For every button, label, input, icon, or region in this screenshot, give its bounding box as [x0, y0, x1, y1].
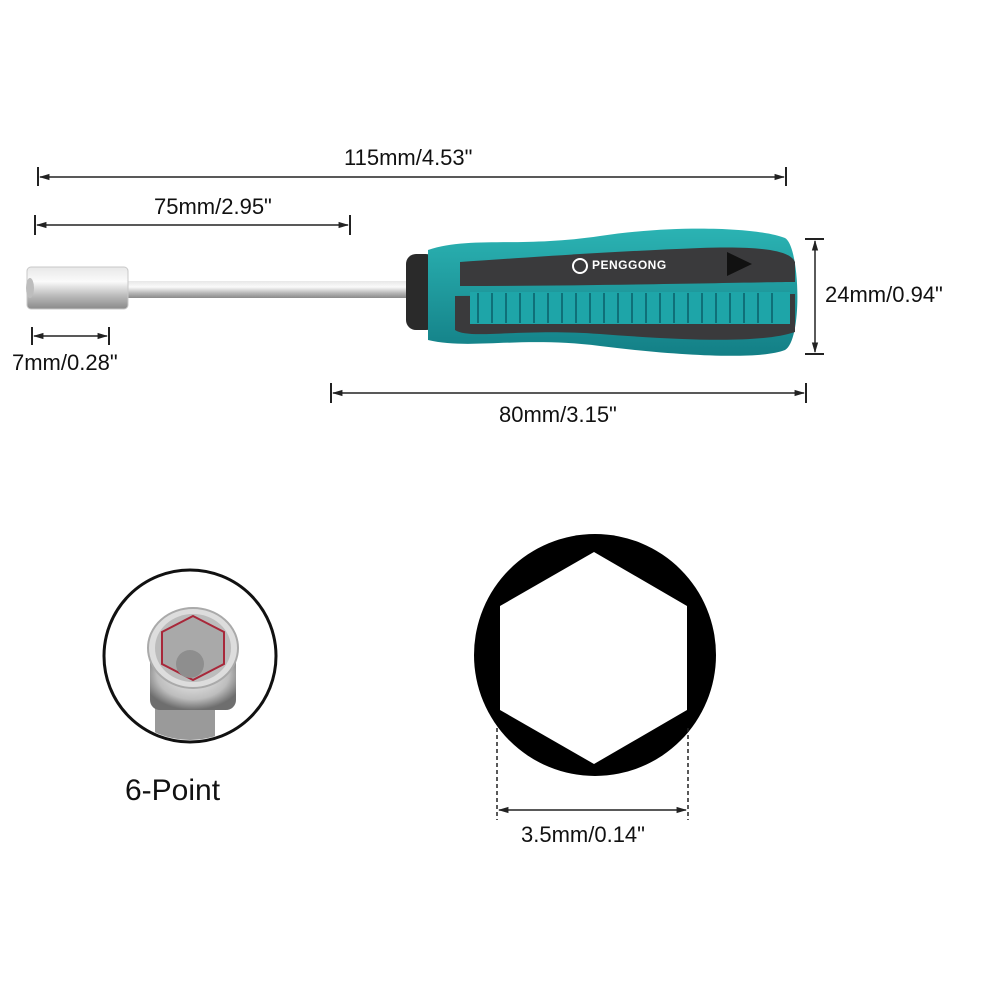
triangle-marker-icon [727, 252, 752, 276]
shaft-length-dimension [34, 215, 351, 235]
brand-name: PENGGONG [592, 258, 667, 272]
socket-type-label: 6-Point [125, 774, 221, 807]
nut-driver-image [26, 228, 798, 356]
shaft-length-label: 75mm/2.95" [154, 194, 272, 219]
brand-logo-icon [572, 258, 588, 274]
overall-length-dimension [37, 167, 787, 186]
shaft [125, 281, 420, 298]
socket-length-label: 7mm/0.28" [12, 350, 118, 375]
handle-diameter-label: 24mm/0.94" [825, 282, 943, 307]
handle-length-label: 80mm/3.15" [499, 402, 617, 427]
handle-length-dimension [330, 383, 807, 403]
socket-detail-image [102, 568, 278, 744]
grip-ribs [470, 292, 790, 324]
handle-diameter-dimension [805, 238, 824, 355]
socket-length-dimension [31, 327, 110, 345]
overall-length-label: 115mm/4.53" [344, 145, 473, 170]
hex-size-label: 3.5mm/0.14" [521, 822, 645, 847]
socket-tip [26, 266, 129, 310]
hex-cross-section-diagram [474, 534, 716, 820]
